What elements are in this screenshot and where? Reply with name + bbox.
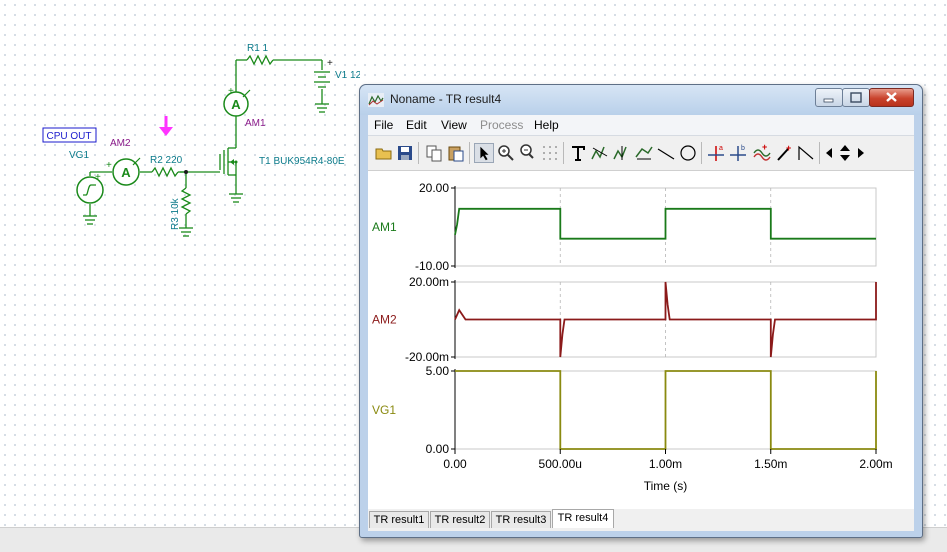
vg1-source[interactable] [76,176,104,204]
schematic-canvas[interactable]: A A + + + + R1 1 V1 12 AM1 AM2 R2 220 R3… [0,0,360,260]
zoom-in-icon[interactable] [496,143,516,163]
probe-icon[interactable]: + [774,143,794,163]
cursor-tool3-icon[interactable] [634,143,654,163]
svg-text:a: a [719,145,723,152]
am2-ammeter[interactable]: A [112,157,141,186]
trace-am2 [454,281,877,358]
r1-resistor [246,54,274,66]
cpu-out-box[interactable] [42,127,97,143]
marker-a-icon[interactable]: a [706,143,726,163]
plot-area[interactable]: 20.00 -10.00 AM1 20.00m -20.00m AM2 5.00 0.00 VG… [368,171,914,509]
scroll-up-down-icon[interactable] [836,143,854,163]
series-label: AM2 [372,313,397,327]
x-tick-label: 0.00 [443,457,467,471]
copy-icon[interactable] [424,143,444,163]
svg-text:+: + [762,143,767,152]
add-trace-icon[interactable]: + [752,143,772,163]
v1-label: V1 12 [335,70,360,81]
circle-icon[interactable] [678,143,698,163]
minimize-button[interactable] [815,88,843,107]
am1-ammeter[interactable]: A [223,89,251,117]
scroll-right-icon[interactable] [855,143,867,163]
line-icon[interactable] [656,143,676,163]
y-tick-label: -20.00m [405,350,449,364]
x-tick-label: 2.00m [859,457,892,471]
x-tick-label: 1.00m [649,457,682,471]
trace-am1 [454,207,876,240]
x-tick-label: 500.00u [539,457,582,471]
probe-arrow-icon [159,116,173,136]
cursor-tool2-icon[interactable] [612,143,632,163]
series-label: VG1 [372,403,396,417]
y-tick-label: 5.00 [426,364,450,378]
tab-tr-result2[interactable]: TR result2 [430,511,490,528]
tr-result-window[interactable]: Noname - TR result4 File Edit View Proce… [359,84,923,538]
scroll-left-icon[interactable] [823,143,835,163]
series-label: AM1 [372,220,397,234]
menu-edit[interactable]: Edit [406,118,427,132]
tab-tr-result1[interactable]: TR result1 [369,511,429,528]
vg1-label: VG1 [69,150,89,161]
cursor-tool-icon[interactable] [590,143,610,163]
pointer-icon[interactable] [474,143,494,163]
menu-file[interactable]: File [374,118,394,132]
r2-label: R2 220 [150,155,183,166]
marker-b-icon[interactable]: b [728,143,748,163]
svg-text:+: + [786,143,791,153]
paste-icon[interactable] [446,143,466,163]
v1-plus: + [327,58,333,69]
close-icon [886,92,897,102]
menu-bar: File Edit View Process Help [368,115,914,136]
transient-plot[interactable]: 20.00 -10.00 AM1 20.00m -20.00m AM2 5.00 0.00 VG… [368,171,914,509]
y-tick-label: 0.00 [426,442,450,456]
am1-plus: + [228,86,234,97]
r2-resistor [151,166,179,178]
am2-plus: + [106,160,112,171]
maximize-button[interactable] [842,88,870,107]
y-tick-label: 20.00m [409,275,449,289]
tab-tr-result3[interactable]: TR result3 [491,511,551,528]
grid-icon[interactable] [540,143,560,163]
vg1-plus: + [95,172,101,183]
toolbar: a b + + [368,136,914,171]
r3-resistor [180,187,192,215]
menu-view[interactable]: View [441,118,467,132]
y-tick-label: 20.00 [419,181,449,195]
am2-symbol: A [121,165,131,180]
title-bar[interactable]: Noname - TR result4 [360,85,922,115]
am1-symbol: A [231,97,241,112]
window-title: Noname - TR result4 [390,92,502,106]
r1-label: R1 1 [247,43,269,54]
svg-text:b: b [741,145,745,152]
x-axis-label: Time (s) [644,479,688,493]
save-icon[interactable] [395,143,415,163]
cpu-out-label: CPU OUT [47,131,92,142]
result-tabs: TR result1 TR result2 TR result3 TR resu… [368,509,914,531]
t1-label: T1 BUK954R4-80E [259,156,345,167]
y-tick-label: -10.00 [415,259,449,273]
tab-tr-result4[interactable]: TR result4 [552,509,614,528]
zoom-100-icon[interactable] [518,143,538,163]
curve-icon[interactable] [796,143,816,163]
text-icon[interactable] [568,143,588,163]
am1-label: AM1 [245,118,266,129]
menu-help[interactable]: Help [534,118,559,132]
am2-label: AM2 [110,138,131,149]
x-tick-label: 1.50m [754,457,787,471]
r3-label: R3 10k [170,197,181,230]
menu-process[interactable]: Process [480,118,524,132]
app-icon [368,93,384,107]
open-icon[interactable] [374,143,394,163]
close-button[interactable] [869,88,914,107]
trace-vg1 [455,370,877,450]
